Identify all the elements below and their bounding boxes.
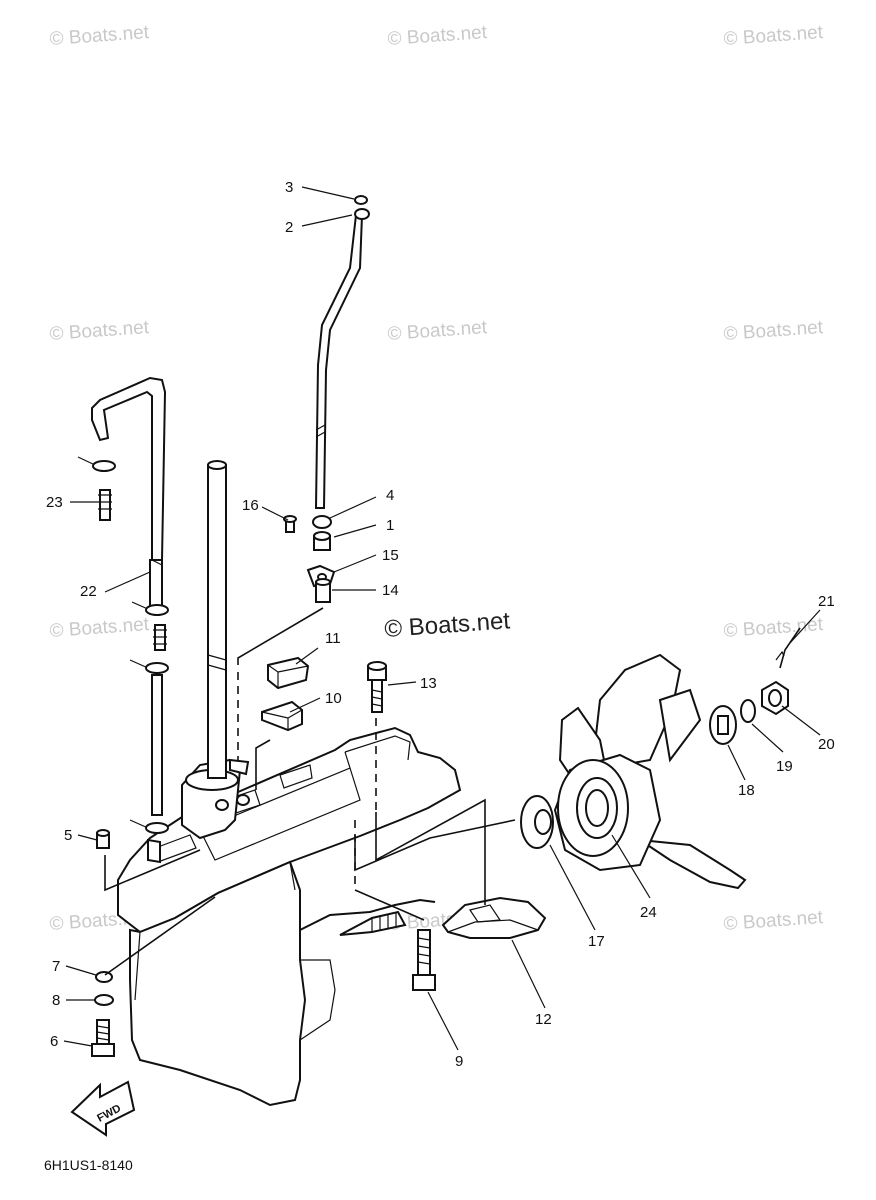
bolt-13 xyxy=(367,661,387,713)
leader-lines xyxy=(63,186,821,1051)
watermark: © Boats.net xyxy=(723,22,824,50)
callout-13: 13 xyxy=(420,675,437,692)
watermark: © Boats.net xyxy=(387,22,488,50)
propeller-assembly xyxy=(520,650,789,890)
callout-8: 8 xyxy=(52,992,60,1009)
callout-10: 10 xyxy=(325,690,342,707)
center-watermark: © Boats.net xyxy=(384,607,512,643)
callout-24: 24 xyxy=(640,904,657,921)
callout-3: 3 xyxy=(285,179,293,196)
callout-14: 14 xyxy=(382,582,399,599)
watermark: © Boats.net xyxy=(387,317,488,345)
callout-5: 5 xyxy=(64,827,72,844)
callout-6: 6 xyxy=(50,1033,58,1050)
callout-labels: 1 2 3 4 5 6 7 8 9 10 11 12 13 14 15 16 1… xyxy=(46,179,835,1070)
watermark: © Boats.net xyxy=(49,614,150,642)
shift-rod xyxy=(283,195,370,603)
callout-4: 4 xyxy=(386,487,394,504)
drive-shaft xyxy=(207,460,227,779)
callout-2: 2 xyxy=(285,219,293,236)
callout-22: 22 xyxy=(80,583,97,600)
watermark-group: © Boats.net © Boats.net © Boats.net © Bo… xyxy=(49,22,824,935)
small-parts-left xyxy=(91,829,115,1057)
callout-12: 12 xyxy=(535,1011,552,1028)
watermark: © Boats.net xyxy=(723,317,824,345)
anodes xyxy=(261,656,310,732)
callout-19: 19 xyxy=(776,758,793,775)
diagram-code: 6H1US1-8140 xyxy=(44,1157,133,1173)
callout-15: 15 xyxy=(382,547,399,564)
callout-9: 9 xyxy=(455,1053,463,1070)
watermark: © Boats.net xyxy=(49,317,150,345)
callout-1: 1 xyxy=(386,517,394,534)
callout-18: 18 xyxy=(738,782,755,799)
callout-23: 23 xyxy=(46,494,63,511)
water-tube-assembly xyxy=(77,376,169,864)
callout-21: 21 xyxy=(818,593,835,610)
lower-casing-assembly xyxy=(117,726,462,1107)
watermark: © Boats.net xyxy=(723,614,824,642)
watermark: © Boats.net xyxy=(723,907,824,935)
trim-tab xyxy=(441,896,547,939)
callout-11: 11 xyxy=(325,630,341,647)
callout-16: 16 xyxy=(242,497,259,514)
connection-lines xyxy=(104,607,801,976)
fwd-arrow-icon: FWD xyxy=(70,1080,136,1137)
callout-17: 17 xyxy=(588,933,605,950)
callout-7: 7 xyxy=(52,958,60,975)
watermark: © Boats.net xyxy=(49,22,150,50)
callout-20: 20 xyxy=(818,736,835,753)
bolt-9 xyxy=(412,929,436,991)
